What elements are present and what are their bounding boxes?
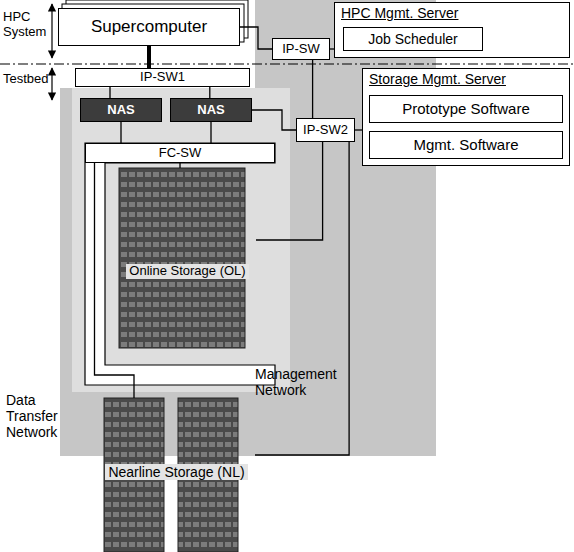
network-link: [147, 46, 151, 68]
node-label: Storage Mgmt. Server: [369, 71, 563, 87]
storage-rack: [119, 168, 245, 348]
node-label: Mgmt. Software: [413, 136, 518, 153]
node-label: IP-SW1: [140, 70, 185, 85]
storage-unit: Online Storage (OL): [119, 168, 256, 348]
node-label: Supercomputer: [91, 17, 207, 37]
annotation-label: HPC System: [3, 10, 49, 40]
fc-switch-band: [85, 143, 275, 385]
server-box: HPC Mgmt. ServerJob Scheduler: [334, 2, 570, 58]
network-link: [109, 87, 110, 98]
network-link: [210, 122, 211, 143]
node-label: IP-SW2: [303, 123, 348, 138]
process-box: IP-SW1: [75, 68, 250, 87]
node-label: NAS: [107, 103, 134, 118]
storage-unit: Nearline Storage (NL): [98, 398, 255, 552]
network-link: [95, 163, 135, 398]
node-label: Prototype Software: [402, 100, 530, 117]
network-link: [209, 87, 210, 98]
device-box: NAS: [170, 98, 252, 122]
process-box: FC-SW: [85, 143, 275, 163]
process-box: Job Scheduler: [343, 27, 483, 51]
network-link: [179, 163, 180, 168]
node-label: NAS: [197, 103, 224, 118]
network-link: [355, 129, 362, 130]
node-label: HPC Mgmt. Server: [341, 5, 563, 21]
range-arrow: [51, 68, 52, 100]
node-label: Job Scheduler: [368, 31, 458, 47]
process-box: Prototype Software: [369, 95, 563, 123]
annotation-label: Data Transfer Network: [6, 392, 78, 440]
node-label: FC-SW: [159, 146, 202, 161]
range-arrow: [51, 4, 52, 58]
server-box: Storage Mgmt. ServerPrototype SoftwareMg…: [362, 68, 570, 166]
node-label: Online Storage (OL): [126, 264, 248, 279]
node-label: IP-SW: [282, 42, 320, 57]
network-link: [312, 60, 313, 118]
process-box: Supercomputer: [58, 8, 240, 46]
process-box: Mgmt. Software: [369, 131, 563, 159]
device-box: NAS: [80, 98, 162, 122]
process-box: IP-SW2: [296, 118, 355, 142]
process-box: IP-SW: [272, 38, 330, 60]
network-link: [120, 122, 121, 143]
annotation-label: Testbed: [3, 72, 49, 87]
system-boundary: [0, 63, 574, 64]
network-link: [255, 142, 349, 455]
node-label: Nearline Storage (NL): [105, 464, 247, 480]
network-link: [252, 110, 296, 130]
network-link: [240, 27, 272, 49]
annotation-label: Management Network: [255, 366, 341, 398]
